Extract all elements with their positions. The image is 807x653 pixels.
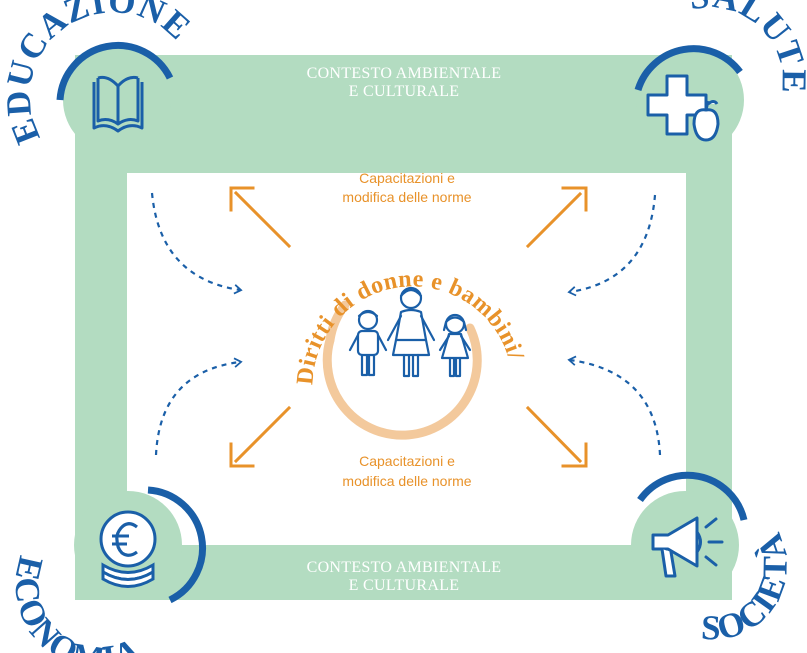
svg-text:Capacitazioni e: Capacitazioni e bbox=[359, 453, 455, 469]
woman-figure bbox=[386, 286, 436, 378]
dashed-arrow-bl bbox=[154, 357, 243, 456]
arrow-top-right bbox=[525, 186, 588, 249]
book-icon bbox=[92, 75, 144, 133]
svg-text:E CULTURALE: E CULTURALE bbox=[349, 577, 460, 594]
arrow-top-left bbox=[229, 186, 292, 249]
caption-top: Capacitazioni e modifica delle norme bbox=[342, 170, 471, 205]
svg-text:modifica delle norme: modifica delle norme bbox=[342, 189, 471, 205]
megaphone-icon bbox=[651, 516, 724, 578]
arrow-bottom-left bbox=[229, 405, 292, 468]
family-icon bbox=[348, 286, 472, 378]
corner-societa: SOCIETÀ bbox=[631, 471, 794, 648]
euro-coins-icon bbox=[99, 510, 157, 588]
caption-bottom: Capacitazioni e modifica delle norme bbox=[342, 453, 471, 489]
dashed-arrow-br bbox=[567, 355, 662, 456]
svg-text:CONTESTO AMBIENTALE: CONTESTO AMBIENTALE bbox=[307, 65, 502, 82]
svg-text:CONTESTO AMBIENTALE: CONTESTO AMBIENTALE bbox=[307, 559, 502, 576]
svg-text:E CULTURALE: E CULTURALE bbox=[349, 83, 460, 100]
svg-text:Capacitazioni e: Capacitazioni e bbox=[359, 170, 455, 186]
health-cross-apple-icon bbox=[646, 74, 720, 142]
band-top-label: CONTESTO AMBIENTALE E CULTURALE bbox=[307, 65, 502, 100]
corner-salute: SALUTE bbox=[634, 0, 807, 154]
svg-text:modifica delle norme: modifica delle norme bbox=[342, 473, 471, 489]
arrow-bottom-right bbox=[525, 405, 588, 468]
boy-figure bbox=[348, 309, 388, 377]
center-ring bbox=[322, 300, 482, 440]
dashed-arrow-tl bbox=[150, 192, 243, 295]
girl-figure bbox=[438, 313, 472, 378]
environment-frame bbox=[75, 55, 732, 600]
band-bottom-label: CONTESTO AMBIENTALE E CULTURALE bbox=[307, 559, 502, 594]
dashed-arrows bbox=[150, 192, 662, 456]
dashed-arrow-tr bbox=[567, 194, 657, 297]
orange-arrows bbox=[229, 186, 588, 468]
